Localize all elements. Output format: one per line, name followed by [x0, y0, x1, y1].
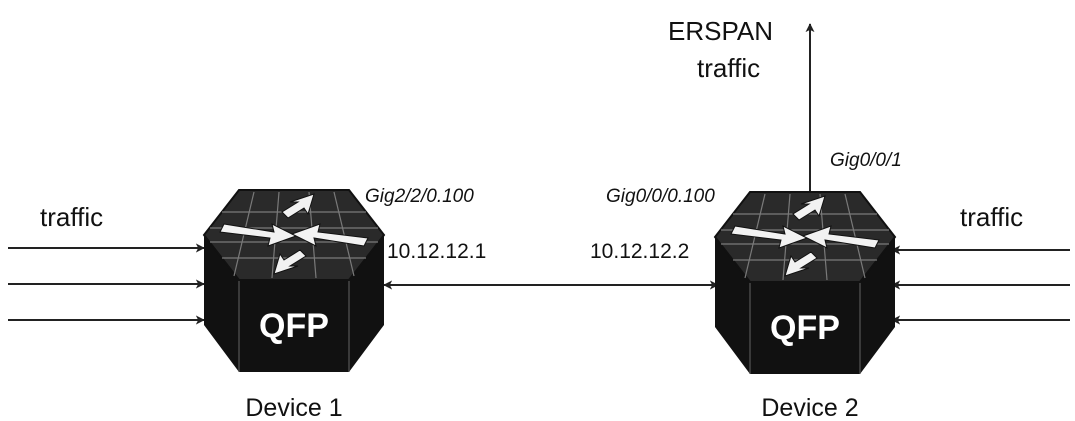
traffic-arrows-right: [891, 245, 1070, 325]
device-2-name-label: Device 2: [761, 394, 858, 421]
traffic-arrows-left: [8, 243, 205, 325]
traffic-label-right: traffic: [960, 202, 1023, 232]
device-1-chip-label: QFP: [259, 307, 329, 345]
device-2-ip-label: 10.12.12.2: [590, 240, 689, 263]
device-1-interface-label: Gig2/2/0.100: [365, 186, 474, 207]
device-1-ip-label: 10.12.12.1: [387, 240, 486, 263]
device-2-chip-label: QFP: [770, 309, 840, 347]
device-1-name-label: Device 1: [245, 394, 342, 421]
device-2-uplink-interface-label: Gig0/0/1: [830, 150, 902, 171]
erspan-label-line1: ERSPAN: [668, 16, 773, 46]
erspan-label-line2: traffic: [697, 53, 760, 83]
device-1-router-icon: QFP: [203, 189, 385, 373]
traffic-label-left: traffic: [40, 202, 103, 232]
device-2-router-icon: QFP: [714, 191, 896, 375]
device-2-link-interface-label: Gig0/0/0.100: [606, 186, 715, 207]
